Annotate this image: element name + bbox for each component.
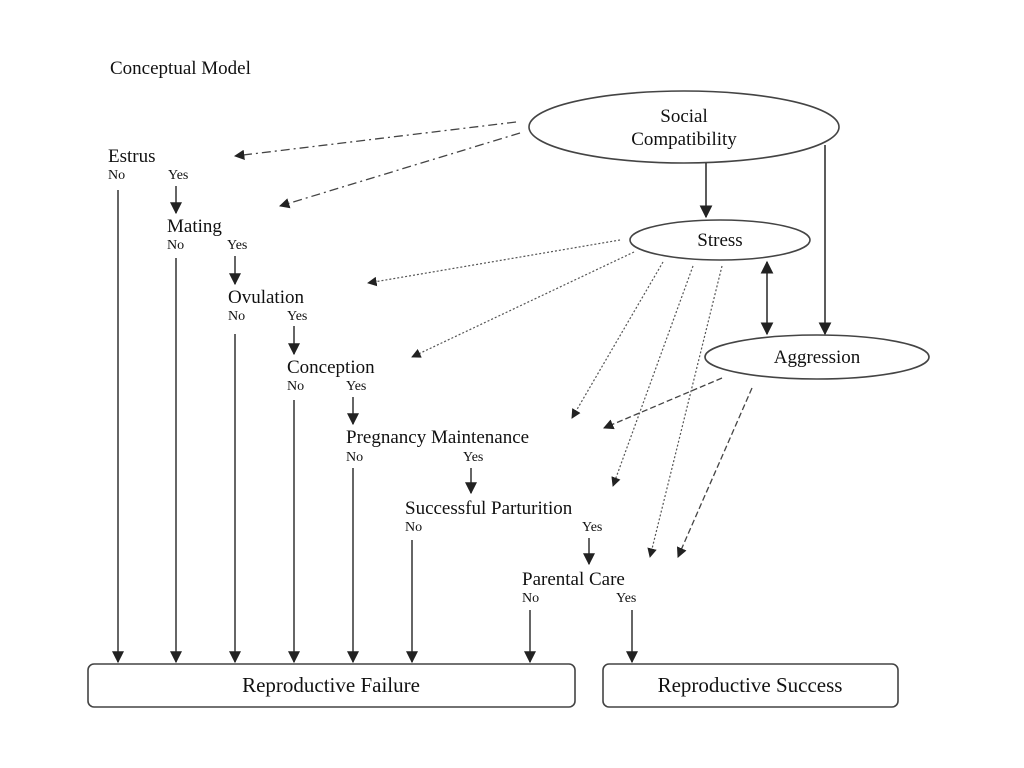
reproductive-failure-box: Reproductive Failure xyxy=(87,663,576,708)
stage-parental-care-yes: Yes xyxy=(616,591,637,606)
stage-pregnancy-yes: Yes xyxy=(463,450,484,465)
aggression-label: Aggression xyxy=(774,347,861,368)
stage-ovulation-no: No xyxy=(228,309,246,324)
diagram-title: Conceptual Model xyxy=(110,58,251,79)
stage-conception-yes: Yes xyxy=(346,379,367,394)
stage-ovulation-yes: Yes xyxy=(287,309,308,324)
arrow-stress-to-ovulation xyxy=(367,239,621,287)
stage-ovulation-label: Ovulation xyxy=(228,287,304,308)
stage-parental-care-label: Parental Care xyxy=(522,569,625,590)
reproductive-failure-label: Reproductive Failure xyxy=(242,673,420,697)
stage-parental-care-no: No xyxy=(522,591,540,606)
stress-dotted-arrows xyxy=(367,239,723,558)
arrow-stress-to-conception xyxy=(411,251,635,358)
arrow-social-to-mating xyxy=(279,132,521,209)
arrow-stress-to-pregnancy xyxy=(571,261,664,419)
stress-label: Stress xyxy=(697,230,742,251)
stage-mating-label: Mating xyxy=(167,216,222,237)
social-label-line1: Social xyxy=(660,106,708,127)
reproductive-success-box: Reproductive Success xyxy=(602,663,899,708)
stage-estrus-no: No xyxy=(108,168,126,183)
arrow-social-to-estrus xyxy=(233,121,517,161)
arrow-aggression-to-parental-care xyxy=(676,387,753,558)
social-dashed-arrows xyxy=(233,121,521,209)
arrow-stress-to-parental-care xyxy=(647,265,723,558)
stress-node: Stress xyxy=(629,219,811,261)
arrow-stress-to-parturition xyxy=(611,265,694,487)
stage-conception-no: No xyxy=(287,379,305,394)
stage-mating-yes: Yes xyxy=(227,238,248,253)
aggression-node: Aggression xyxy=(704,334,930,380)
stage-pregnancy-no: No xyxy=(346,450,364,465)
reproductive-success-label: Reproductive Success xyxy=(658,673,843,697)
stage-estrus-yes: Yes xyxy=(168,168,189,183)
stage-estrus-label: Estrus xyxy=(108,146,156,167)
stage-parturition-label: Successful Parturition xyxy=(405,498,573,519)
stage-mating-no: No xyxy=(167,238,185,253)
solid-influence-arrows xyxy=(699,145,832,336)
yes-flow-arrows xyxy=(170,186,638,664)
stage-conception-label: Conception xyxy=(287,357,375,378)
social-label-line2: Compatibility xyxy=(631,129,737,150)
stage-parturition-yes: Yes xyxy=(582,520,603,535)
stage-parturition-no: No xyxy=(405,520,423,535)
aggression-dashed-arrows xyxy=(603,377,753,558)
no-flow-arrows xyxy=(112,190,536,664)
social-compatibility-node: Social Compatibility xyxy=(528,90,840,164)
stage-pregnancy-label: Pregnancy Maintenance xyxy=(346,427,530,448)
arrow-aggression-to-pregnancy xyxy=(603,377,723,430)
